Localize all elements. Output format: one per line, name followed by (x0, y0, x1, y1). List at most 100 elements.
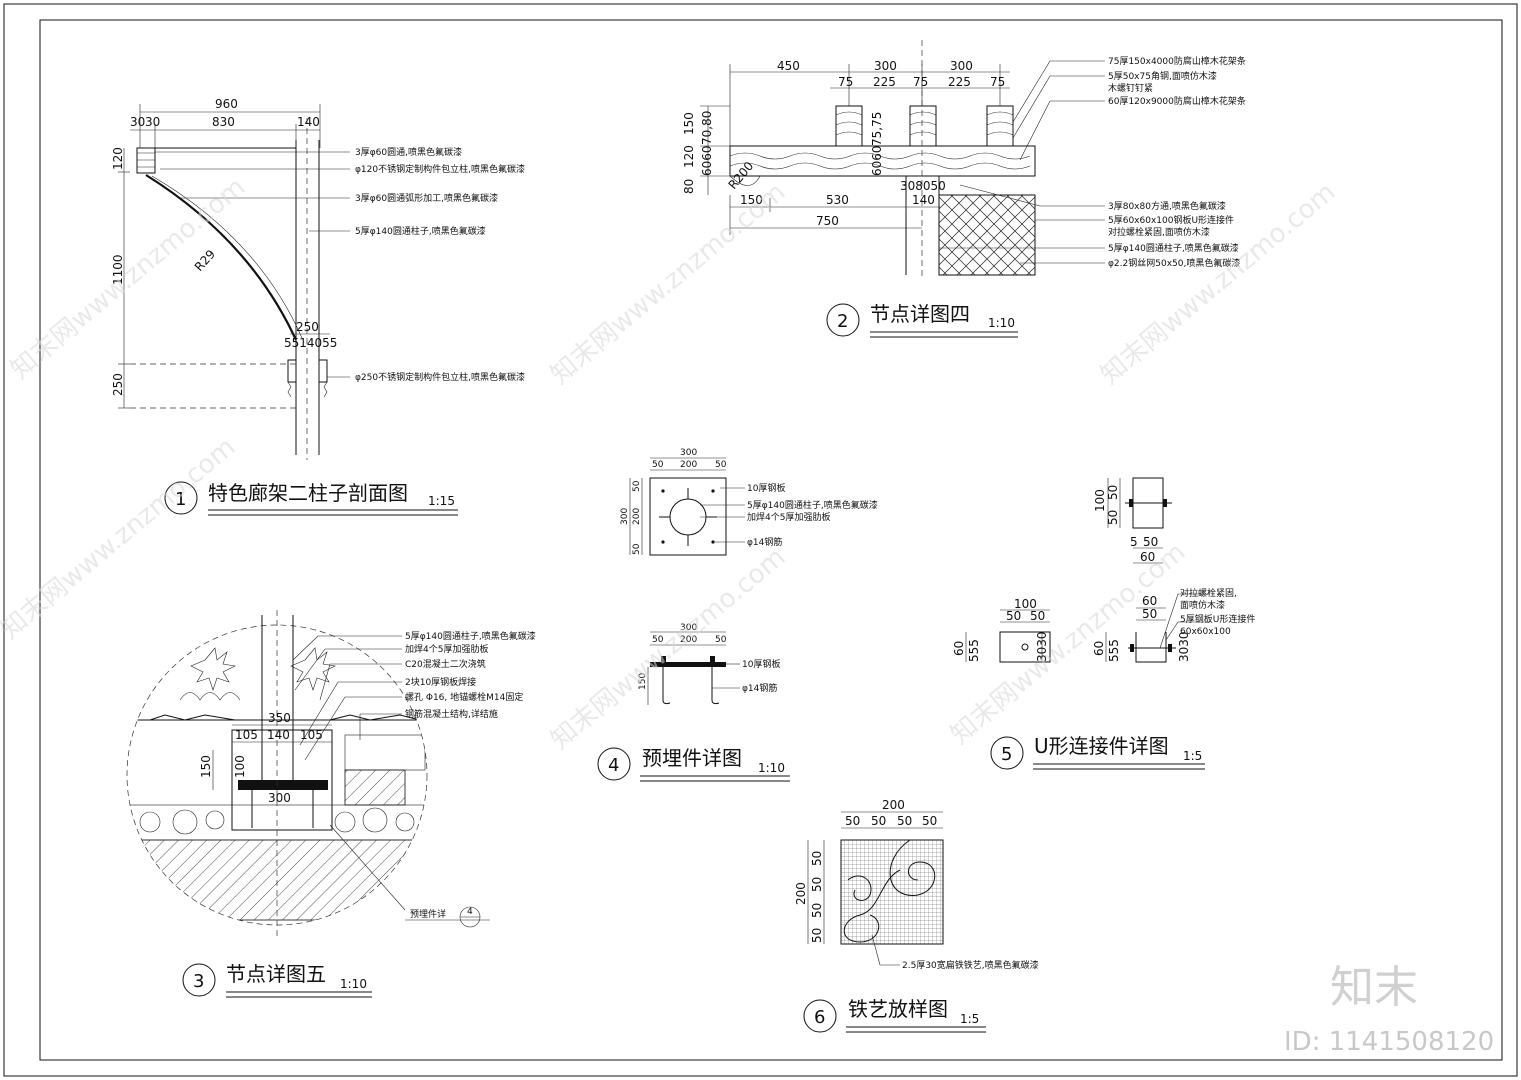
d2-note-8: 5厚φ140圆通柱子,喷黑色氟碳漆 (1108, 242, 1239, 254)
d5-dim-a60: 60 (1140, 550, 1155, 564)
d1-dim-v120: 120 (111, 147, 125, 170)
d2-dim-225b: 225 (948, 75, 971, 89)
d2-dim-v6060: 6060 (700, 145, 714, 176)
d5-dim-b100: 100 (1014, 597, 1037, 611)
d1-dim-960: 960 (215, 97, 238, 111)
d4-note-4: φ14钢筋 (747, 536, 782, 548)
inner-frame (39, 19, 1503, 1061)
d6-note-1: 2.5厚30宽扁铁铁艺,喷黑色氟碳漆 (902, 959, 1039, 971)
d3-note-4: 2块10厚钢板焊接 (405, 676, 476, 688)
d2-number: 2 (837, 311, 848, 332)
d5-dim-b50b: 50 (1030, 609, 1045, 623)
d5-dim-a5: 5 (1130, 535, 1138, 549)
drawing-6-iron-art: 200 50 50 50 50 200 50 50 50 50 2.5厚30宽扁… (794, 798, 1039, 1033)
d3-note-2: 加焊4个5厚加强肋板 (405, 643, 488, 655)
d4-dim-50b: 50 (715, 460, 727, 470)
d4-elev-note-1: 10厚钢板 (742, 658, 780, 670)
d2-dim-225a: 225 (873, 75, 896, 89)
d5-dim-b50a: 50 (1006, 609, 1021, 623)
d4-elev-150: 150 (638, 673, 648, 690)
drawing-1-column-section: 120 1100 250 960 30 30 830 140 R29 250 5… (111, 97, 525, 516)
d2-note-5: 3厚80x80方通,喷黑色氟碳漆 (1108, 200, 1226, 212)
d2-scale: 1:10 (988, 316, 1015, 330)
d2-dim-v6060b: 6060 (870, 145, 884, 176)
d3-scale: 1:10 (340, 977, 367, 991)
d2-note-2: 5厚50x75角钢,面喷仿木漆 (1108, 70, 1217, 82)
d4-title: 预埋件详图 (642, 746, 742, 770)
d3-dim-105: 105 (235, 728, 258, 742)
d3-number: 3 (193, 971, 204, 992)
d5-dim-c3030: 3030 (1177, 631, 1191, 662)
d1-note-4: 5厚φ140圆通柱子,喷黑色氟碳漆 (355, 225, 486, 237)
d5-dim-b3030: 3030 (1035, 631, 1049, 662)
d5-note-4: 60x60x100 (1180, 627, 1231, 637)
d3-dim-v150: 150 (199, 755, 213, 778)
d5-dim-c60v: 60 (1092, 641, 1106, 656)
d6-dim-v50d: 50 (810, 928, 824, 943)
d2-note-7: 对拉螺栓紧固,面喷仿木漆 (1108, 226, 1210, 238)
d4-elev-50a: 50 (652, 635, 664, 645)
outer-frame (3, 3, 1518, 1077)
d2-dim-75c: 75 (990, 75, 1005, 89)
drawing-2-node-detail-4: 450 300 300 75 225 75 225 75 150 70,80 1… (682, 40, 1246, 338)
d1-note-2: φ120不锈钢定制构件包立柱,喷黑色氟碳漆 (355, 163, 525, 175)
d1-dim-v250: 250 (111, 373, 125, 396)
d5-note-2: 面喷仿木漆 (1180, 599, 1225, 611)
d6-dim-v50b: 50 (810, 877, 824, 892)
d6-scale: 1:5 (960, 1012, 979, 1026)
d3-note-5: 螺孔 Φ16, 地锚螺栓M14固定 (405, 691, 523, 703)
d6-dim-v50c: 50 (810, 903, 824, 918)
d1-dim-lower250: 250 (296, 320, 319, 334)
watermarks: 知末网www.znzmo.com 知末网www.znzmo.com 知末网www… (0, 172, 1494, 1057)
watermark-brand: 知末 (1330, 962, 1418, 1013)
drawing-3-node-detail-5: 350 105 140 105 150 100 300 5厚φ140圆通柱子,喷… (126, 610, 536, 998)
d5-dim-c555: 555 (1107, 639, 1121, 662)
d4-elev-200: 200 (680, 635, 697, 645)
d2-dim-75a: 75 (838, 75, 853, 89)
d4-scale: 1:10 (758, 761, 785, 775)
watermark-text-2: 知末网www.znzmo.com (545, 177, 791, 390)
d6-number: 6 (814, 1007, 825, 1028)
d2-dim-530: 530 (826, 193, 849, 207)
d5-dim-b60: 60 (952, 641, 966, 656)
d4-note-3: 加焊4个5厚加强肋板 (747, 511, 830, 523)
d1-dim-30b: 30 (145, 115, 160, 129)
d6-title: 铁艺放样图 (848, 997, 948, 1021)
d1-note-1: 3厚φ60圆通,喷黑色氟碳漆 (355, 146, 462, 158)
d5-dim-b555: 555 (967, 639, 981, 662)
d6-dim-w50c: 50 (897, 814, 912, 828)
d2-dim-308050: 308050 (900, 179, 946, 193)
d1-number: 1 (175, 489, 186, 510)
d2-dim-450: 450 (777, 59, 800, 73)
d2-dim-v7080: 70,80 (700, 111, 714, 145)
d1-note-3: 3厚φ60圆通弧形加工,喷黑色氟碳漆 (355, 192, 498, 204)
d1-dim-lower-sub: 5514055 (284, 336, 337, 350)
d6-dim-w50d: 50 (922, 814, 937, 828)
d2-dim-300a: 300 (874, 59, 897, 73)
d3-ref-label: 预埋件详 (410, 908, 446, 920)
d4-dim-v50b: 50 (632, 543, 642, 555)
d5-dim-a50c: 50 (1143, 535, 1158, 549)
d1-dim-r29: R29 (192, 247, 218, 274)
d3-dim-300: 300 (268, 791, 291, 805)
d1-title: 特色廊架二柱子剖面图 (208, 481, 408, 505)
d5-dim-c60: 60 (1142, 594, 1157, 608)
d2-note-6: 5厚60x60x100钢板U形连接件 (1108, 214, 1234, 226)
d2-dim-v80: 80 (682, 179, 696, 194)
d4-dim-300: 300 (680, 448, 697, 458)
d5-scale: 1:5 (1183, 749, 1202, 763)
watermark-text-5: 知末网www.znzmo.com (545, 542, 791, 755)
d2-note-9: φ2.2钢丝网50x50,喷黑色氟碳漆 (1108, 257, 1240, 269)
d3-ref-number: 4 (467, 907, 473, 917)
d5-dim-a100: 100 (1093, 489, 1107, 512)
d2-title: 节点详图四 (870, 302, 970, 326)
d2-dim-300b: 300 (950, 59, 973, 73)
watermark-text-4: 知末网www.znzmo.com (0, 432, 241, 645)
d2-dim-v150: 150 (682, 112, 696, 135)
d5-dim-a50a: 50 (1106, 485, 1120, 500)
d2-dim-75b: 75 (913, 75, 928, 89)
d5-note-3: 5厚钢板U形连接件 (1180, 613, 1255, 625)
d3-dim-105b: 105 (300, 728, 323, 742)
d1-scale: 1:15 (428, 494, 455, 508)
d2-dim-140: 140 (912, 193, 935, 207)
